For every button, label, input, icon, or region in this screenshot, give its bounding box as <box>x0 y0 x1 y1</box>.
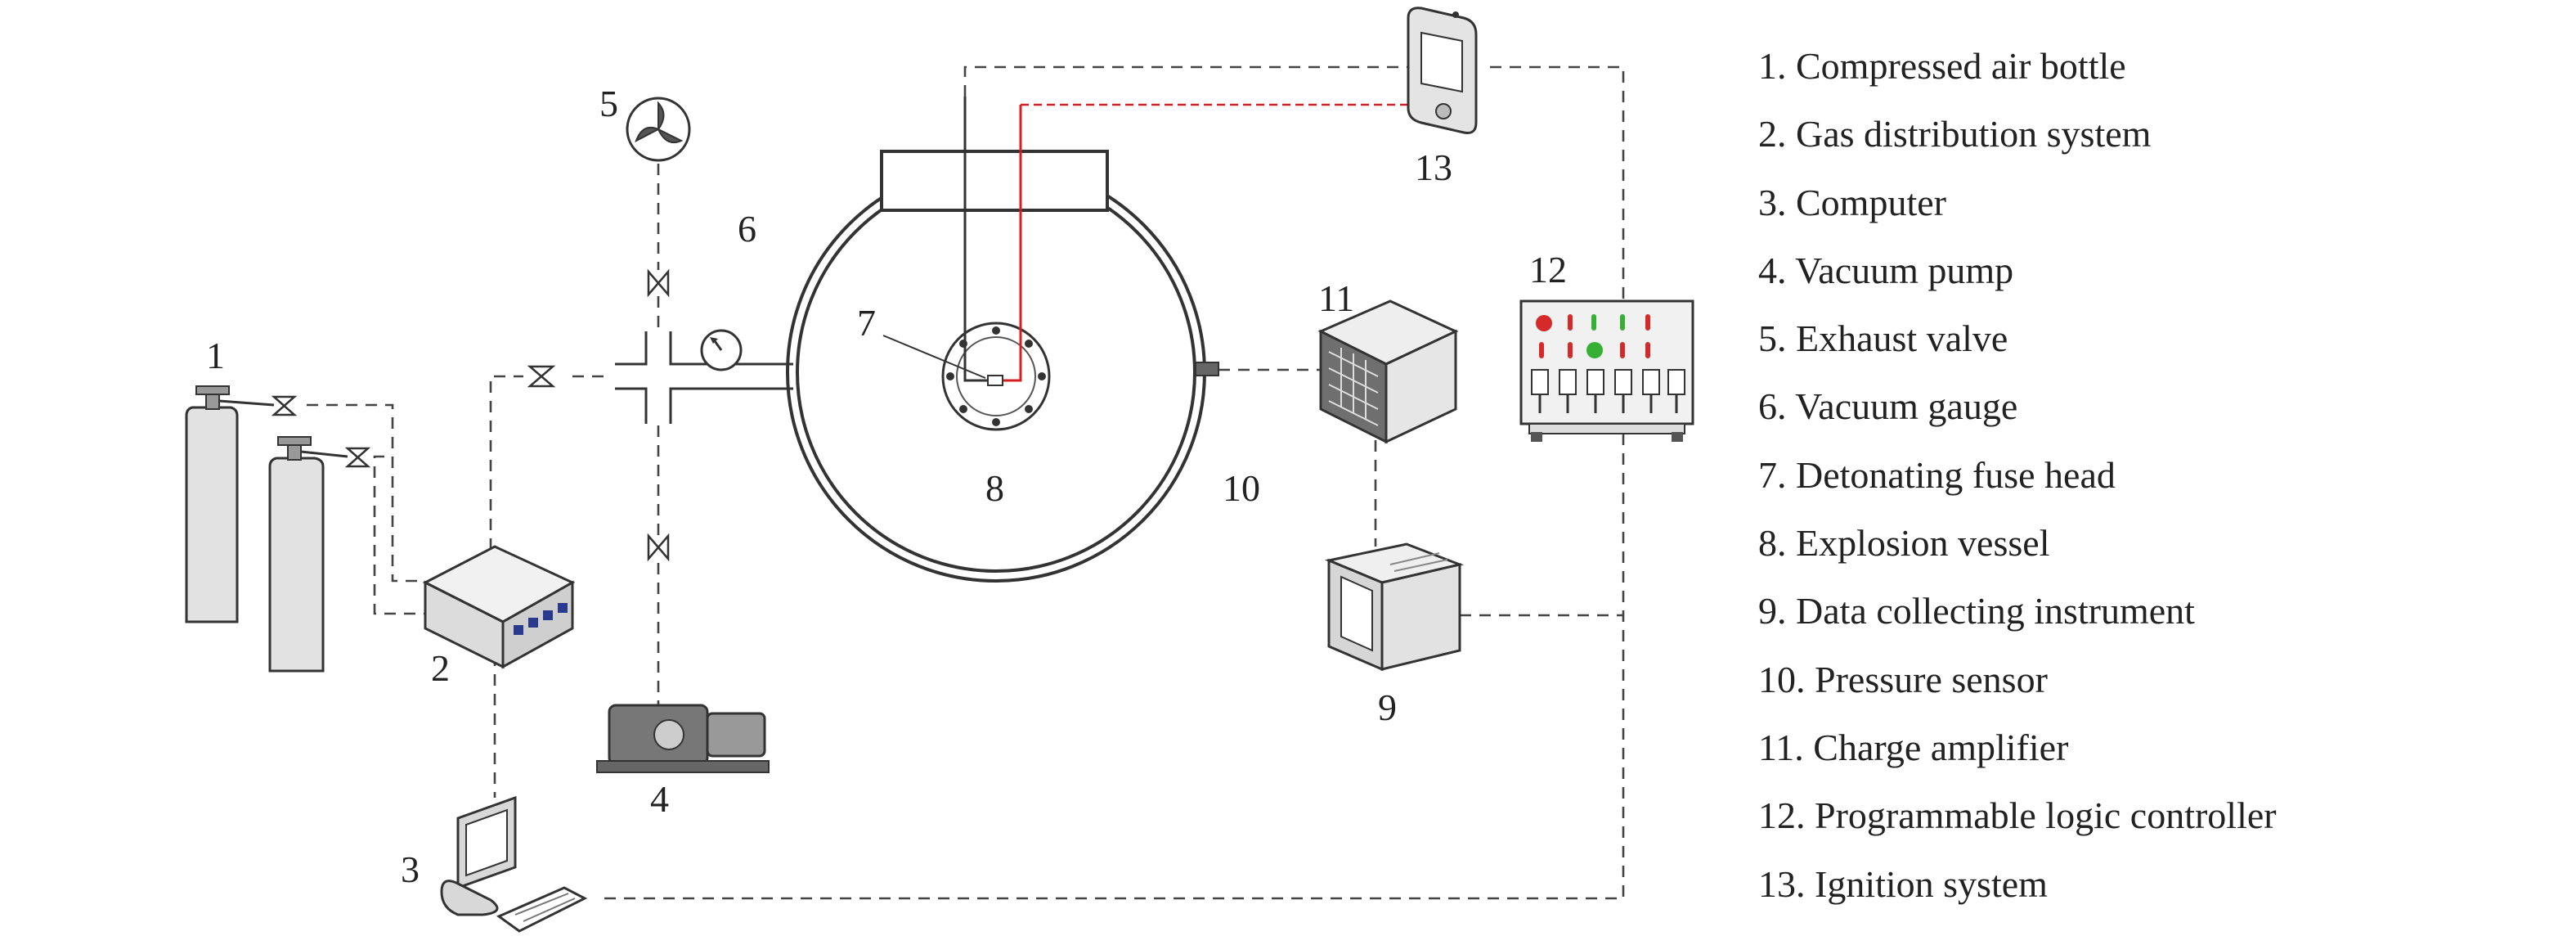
component-numbers: 1 2 3 4 5 6 7 8 9 10 11 12 13 <box>206 83 1567 890</box>
legend-item: 6. Vacuum gauge <box>1758 385 2018 428</box>
legend-item: 1. Compressed air bottle <box>1758 45 2126 87</box>
label-1: 1 <box>206 335 225 376</box>
label-8: 8 <box>985 467 1004 509</box>
plc-icon <box>1519 299 1694 442</box>
legend-item: 2. Gas distribution system <box>1758 113 2152 155</box>
cross-pipe-junction <box>615 331 793 424</box>
legend-item: 8. Explosion vessel <box>1758 522 2050 565</box>
explosion-vessel <box>786 97 1408 583</box>
label-7: 7 <box>857 302 876 344</box>
label-4: 4 <box>650 778 669 820</box>
label-2: 2 <box>431 647 450 689</box>
gas-distribution-system-icon <box>422 545 576 669</box>
ignition-system-icon <box>1407 7 1478 134</box>
pressure-sensor <box>1195 362 1219 376</box>
legend-item: 13. Ignition system <box>1758 862 2048 905</box>
legend-item: 12. Programmable logic controller <box>1758 794 2277 837</box>
label-5: 5 <box>599 83 618 124</box>
data-collecting-instrument-icon <box>1324 542 1465 672</box>
label-3: 3 <box>401 848 420 890</box>
label-10: 10 <box>1223 467 1260 509</box>
label-13: 13 <box>1415 146 1452 188</box>
vacuum-gauge-icon <box>700 329 743 371</box>
vacuum-pump-icon <box>596 704 770 773</box>
label-6: 6 <box>738 208 756 250</box>
legend-item: 3. Computer <box>1758 181 1946 223</box>
exhaust-valve-icon <box>626 97 691 162</box>
legend-item: 4. Vacuum pump <box>1758 249 2014 291</box>
signal-lines <box>307 65 1625 900</box>
legend-item: 5. Exhaust valve <box>1758 317 2008 360</box>
computer-icon <box>440 795 588 933</box>
legend-item: 11. Charge amplifier <box>1758 726 2069 768</box>
legend: 1. Compressed air bottle 2. Gas distribu… <box>1758 38 2560 924</box>
legend-item: 7. Detonating fuse head <box>1758 453 2116 496</box>
label-9: 9 <box>1378 686 1397 728</box>
legend-item: 9. Data collecting instrument <box>1758 590 2195 632</box>
valves <box>271 268 670 562</box>
label-12: 12 <box>1529 249 1567 290</box>
compressed-air-bottle-icon <box>185 385 348 673</box>
legend-item: 10. Pressure sensor <box>1758 658 2048 700</box>
charge-amplifier-icon <box>1317 299 1459 444</box>
label-11: 11 <box>1318 277 1354 319</box>
